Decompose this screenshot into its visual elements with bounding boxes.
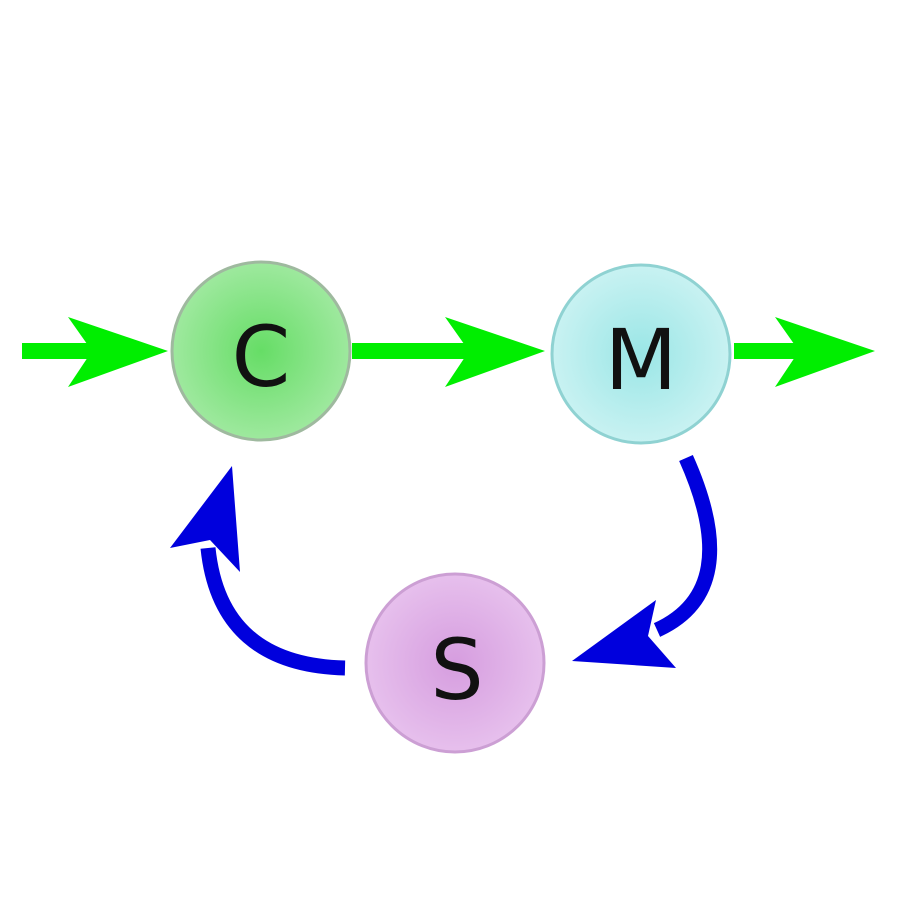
s-to-c-arrow-shaft — [200, 547, 346, 676]
m-to-s-arrowhead — [572, 600, 676, 668]
node-c: C — [170, 260, 352, 442]
node-s: S — [364, 572, 546, 754]
m-to-s-arrow — [572, 454, 718, 668]
node-s-circle — [364, 572, 546, 754]
input-arrowhead — [68, 317, 168, 387]
m-to-s-arrow-shaft — [653, 454, 718, 637]
node-c-circle — [170, 260, 352, 442]
node-m: M — [550, 263, 732, 445]
node-s-label: S — [430, 621, 483, 719]
c-to-m-arrow — [352, 317, 545, 387]
node-m-label: M — [605, 311, 677, 409]
node-m-circle — [550, 263, 732, 445]
input-arrow — [22, 317, 168, 387]
output-arrow — [734, 317, 875, 387]
s-to-c-arrow — [170, 466, 346, 676]
c-to-m-arrowhead — [445, 317, 545, 387]
node-c-label: C — [232, 308, 291, 406]
output-arrowhead — [775, 317, 875, 387]
s-to-c-arrowhead — [170, 466, 240, 572]
